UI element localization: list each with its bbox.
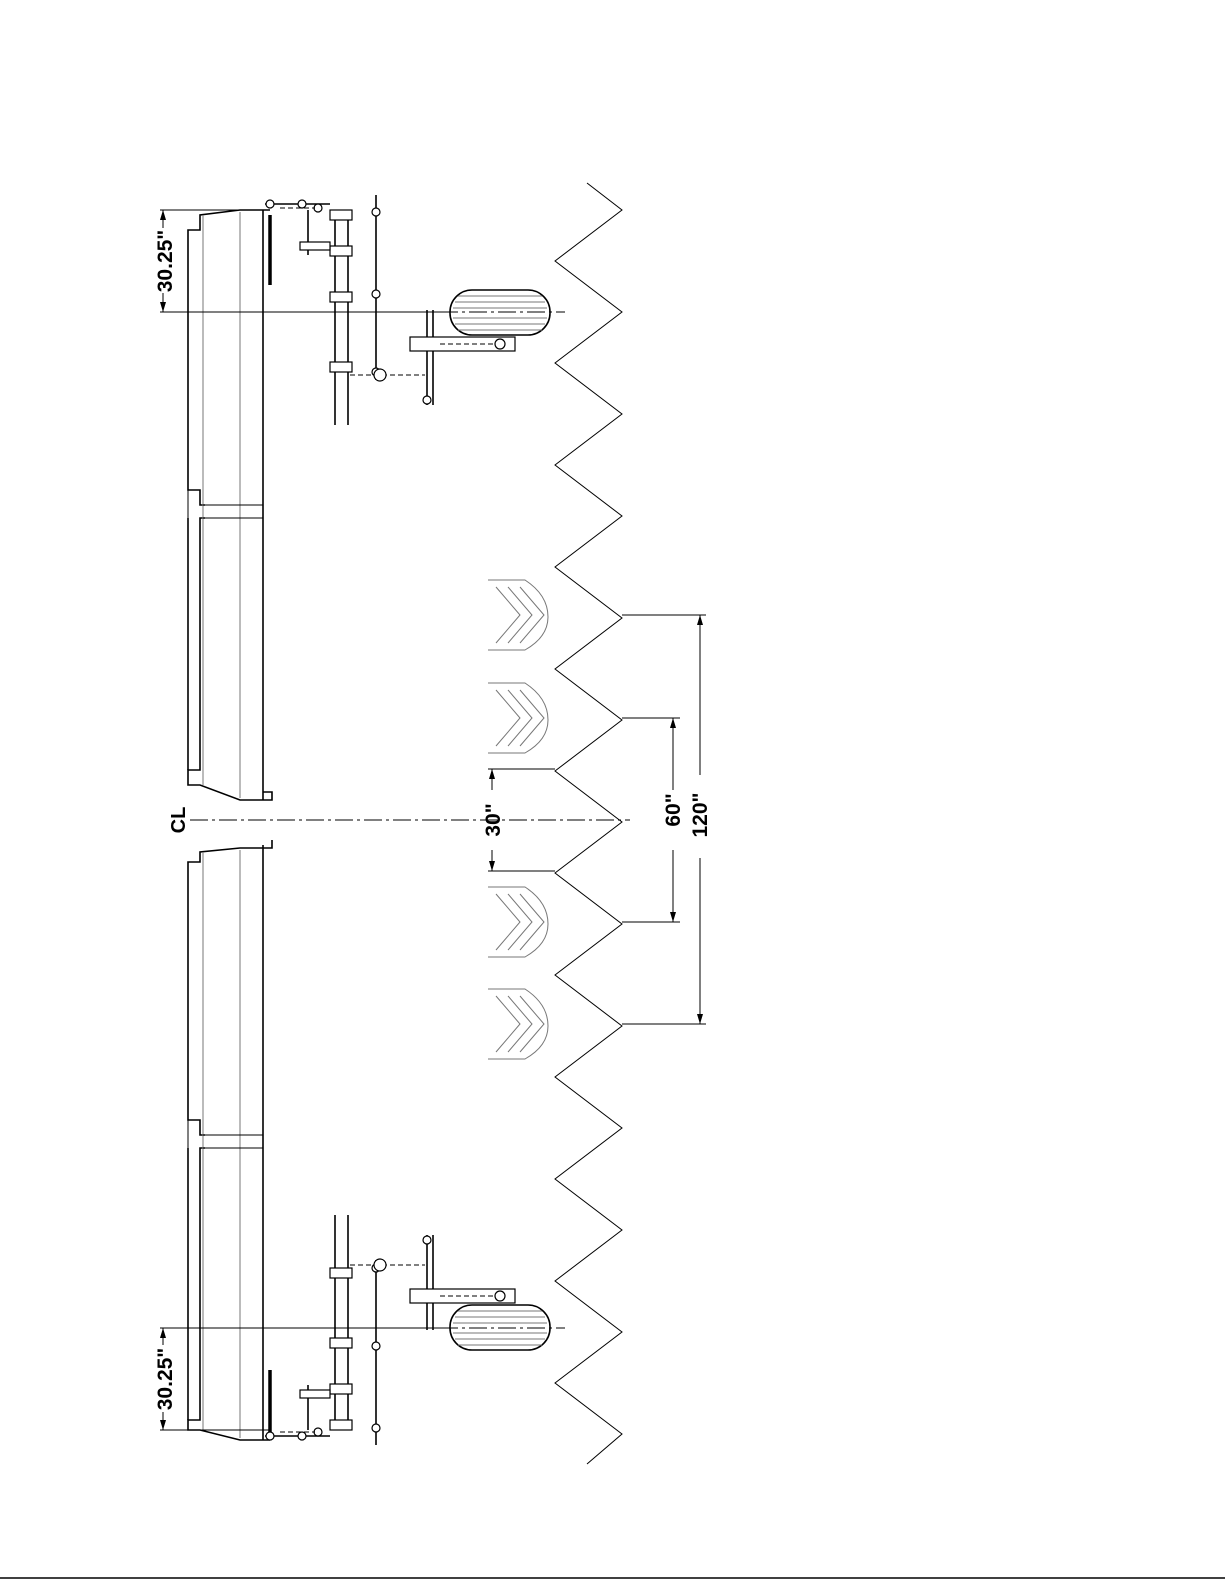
- lower-toolbar-frame: [188, 840, 272, 1440]
- dimension-bottom-offset: [160, 1328, 440, 1430]
- row-cleaner: [488, 989, 548, 1059]
- dimension-row-120-label: 120": [689, 793, 712, 838]
- upper-gauge-wheel-assembly: [265, 195, 565, 425]
- lower-gauge-wheel-assembly: [265, 1215, 565, 1445]
- dimension-row-60-label: 60": [662, 793, 685, 826]
- centerline-symbol: CL: [168, 807, 190, 834]
- row-cleaner: [488, 683, 548, 753]
- row-marker-outline: [555, 183, 622, 1464]
- row-marker-zigzag: [555, 183, 622, 1464]
- upper-toolbar-frame: [188, 210, 272, 800]
- dimension-top-offset: [160, 210, 440, 312]
- row-cleaner: [488, 580, 548, 650]
- dimension-top-offset-label: 30.25": [154, 230, 177, 293]
- dimension-row-30-label: 30": [482, 803, 505, 836]
- row-cleaner: [488, 887, 548, 957]
- dimension-bottom-offset-label: 30.25": [154, 1348, 177, 1411]
